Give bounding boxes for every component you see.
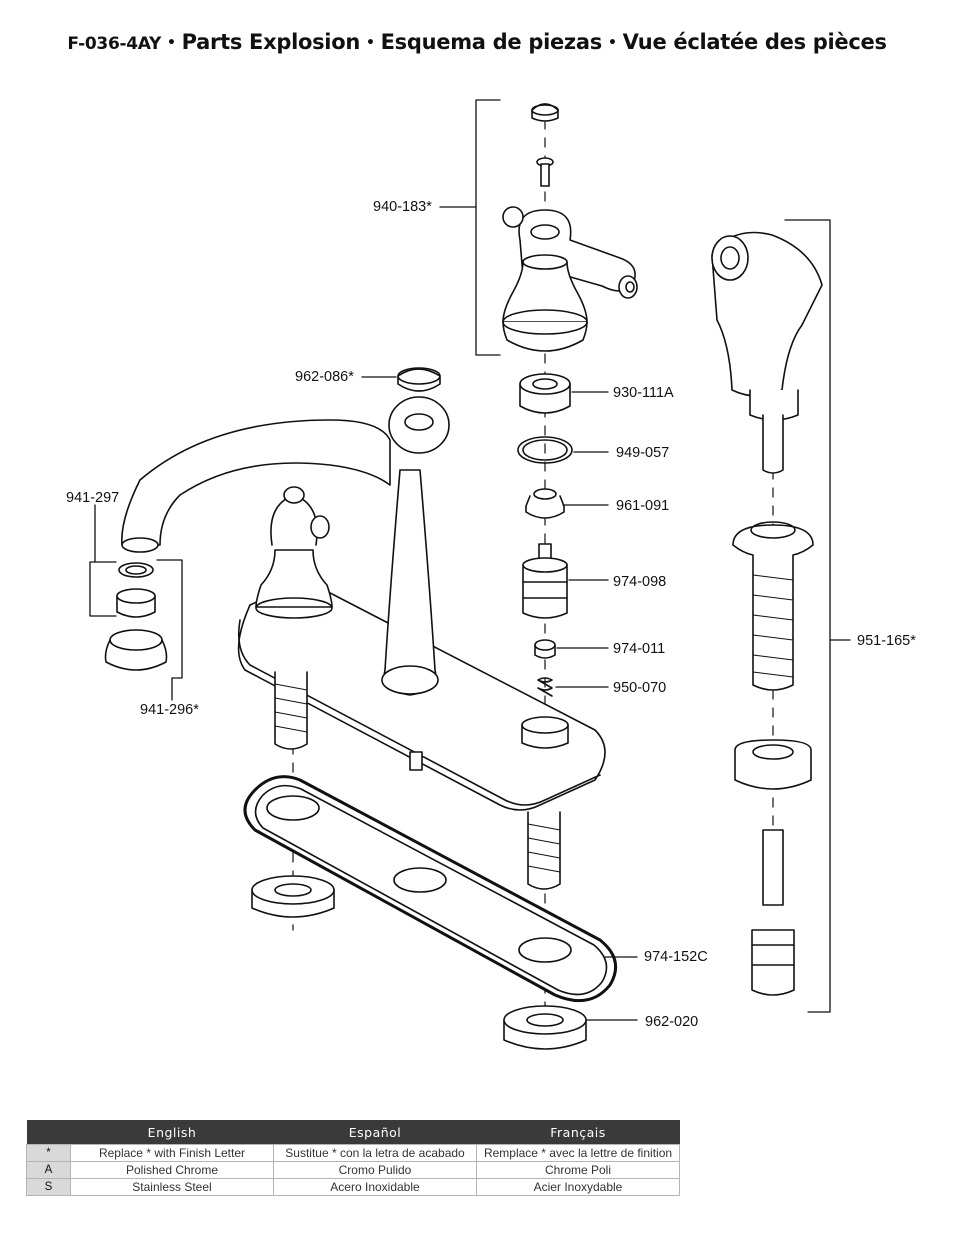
label-974-152C: 974-152C — [644, 949, 708, 965]
legend-header-french: Français — [476, 1120, 680, 1145]
aerator-group — [89, 504, 183, 701]
legend-cell-french: Remplace * avec la lettre de finition — [476, 1144, 680, 1162]
legend-row: S Stainless Steel Acero Inoxidable Acier… — [26, 1178, 680, 1196]
legend-key: A — [26, 1161, 71, 1179]
legend-cell-english: Stainless Steel — [70, 1178, 274, 1196]
label-940-183: 940-183* — [373, 199, 432, 215]
label-961-091: 961-091 — [616, 498, 669, 514]
legend-key: S — [26, 1178, 71, 1196]
title-english: Parts Explosion — [181, 30, 361, 54]
label-974-011: 974-011 — [613, 641, 665, 657]
label-962-020: 962-020 — [645, 1014, 698, 1030]
title-separator: • — [365, 35, 375, 51]
hole-plug — [361, 367, 441, 392]
mounting-nut-right — [503, 1005, 638, 1050]
label-941-296: 941-296* — [140, 702, 199, 718]
legend-row: A Polished Chrome Cromo Pulido Chrome Po… — [26, 1161, 680, 1179]
label-950-070: 950-070 — [613, 680, 666, 696]
mounting-nut-left — [251, 875, 335, 918]
legend-cell-spanish: Cromo Pulido — [273, 1161, 477, 1179]
escutcheon-gasket — [243, 775, 638, 1003]
legend-cell-english: Replace * with Finish Letter — [70, 1144, 274, 1162]
label-974-098: 974-098 — [613, 574, 666, 590]
legend-header-english: English — [70, 1120, 274, 1145]
legend-cell-french: Acier Inoxydable — [476, 1178, 680, 1196]
page-title: F-036-4AY•Parts Explosion•Esquema de pie… — [0, 30, 954, 54]
finish-legend-table: English Español Français * Replace * wit… — [26, 1120, 680, 1196]
legend-cell-english: Polished Chrome — [70, 1161, 274, 1179]
legend-key-header — [26, 1120, 71, 1145]
legend-header-spanish: Español — [273, 1120, 477, 1145]
title-separator: • — [167, 35, 176, 51]
label-949-057: 949-057 — [616, 445, 669, 461]
model-code: F-036-4AY — [67, 34, 161, 54]
title-french: Vue éclatée des pièces — [622, 30, 887, 54]
legend-cell-french: Chrome Poli — [476, 1161, 680, 1179]
handle-assembly — [439, 99, 638, 356]
faucet-body — [121, 396, 606, 890]
cartridge-stack — [517, 373, 609, 697]
title-spanish: Esquema de piezas — [380, 30, 603, 54]
label-951-165: 951-165* — [857, 633, 916, 649]
legend-row: * Replace * with Finish Letter Sustitue … — [26, 1144, 680, 1162]
legend-cell-spanish: Acero Inoxidable — [273, 1178, 477, 1196]
legend-header-row: English Español Français — [26, 1120, 680, 1145]
label-941-297: 941-297 — [66, 490, 119, 506]
parts-explosion-diagram: 940-183* 962-086* 930-111A 949-057 961-0… — [66, 99, 916, 1050]
label-962-086: 962-086* — [295, 369, 354, 385]
label-930-111A: 930-111A — [613, 385, 674, 401]
part-labels: 940-183* 962-086* 930-111A 949-057 961-0… — [66, 199, 916, 1030]
side-spray-assembly — [711, 219, 851, 1013]
legend-cell-spanish: Sustitue * con la letra de acabado — [273, 1144, 477, 1162]
title-separator: • — [607, 35, 617, 51]
legend-key: * — [26, 1144, 71, 1162]
